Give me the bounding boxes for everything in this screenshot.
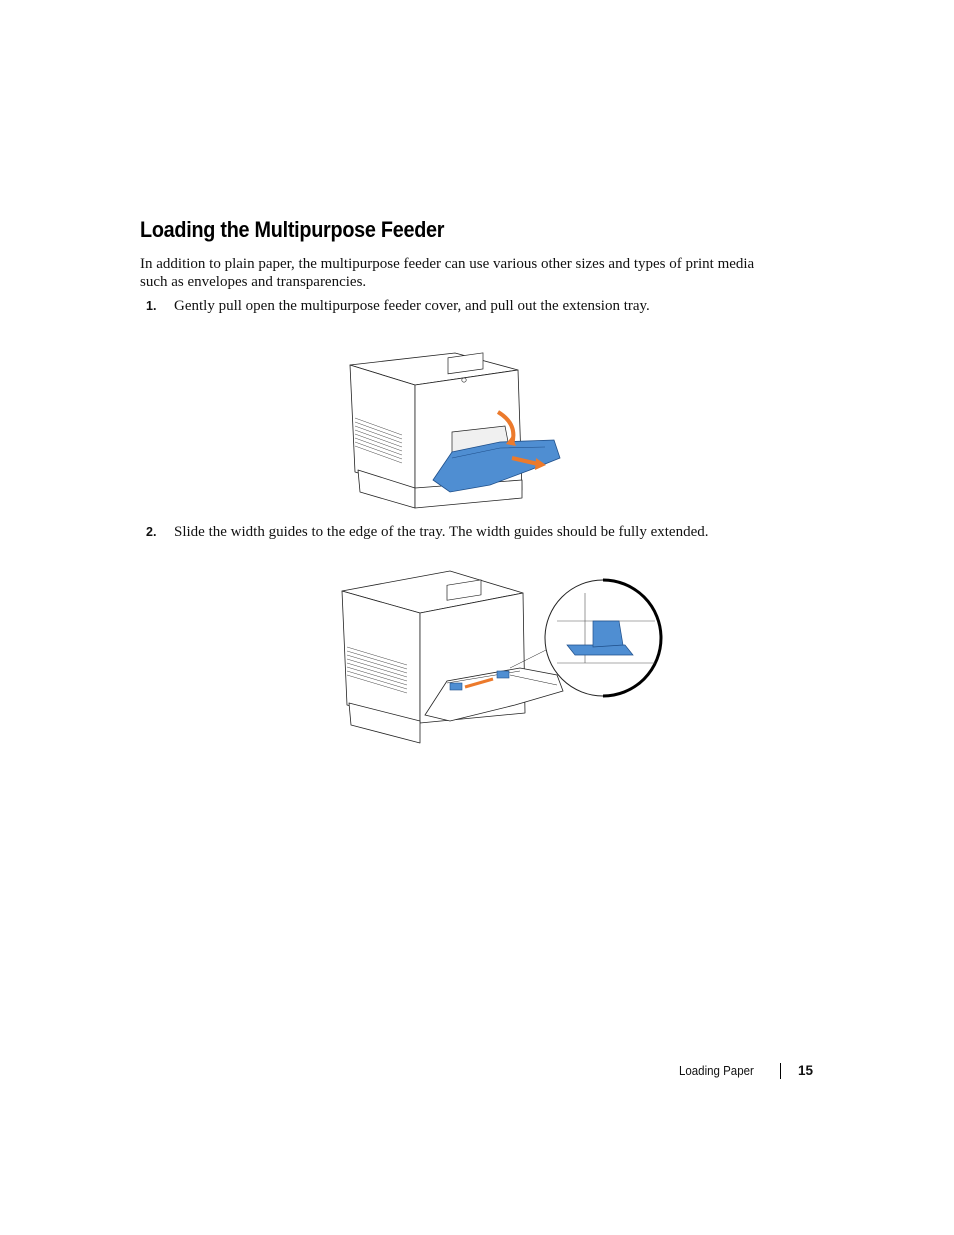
page-footer: Loading Paper 15 <box>0 1062 954 1082</box>
printer-feeder-open-illustration <box>349 352 561 509</box>
step-text: Gently pull open the multipurpose feeder… <box>174 298 650 314</box>
page-title: Loading the Multipurpose Feeder <box>140 217 445 242</box>
footer-section-title: Loading Paper <box>679 1064 754 1078</box>
step-number: 1. <box>146 299 157 313</box>
intro-paragraph: In addition to plain paper, the multipur… <box>140 256 755 290</box>
step-text: Slide the width guides to the edge of th… <box>174 524 709 540</box>
page-number: 15 <box>798 1063 814 1078</box>
step-number: 2. <box>146 525 157 539</box>
footer-divider <box>780 1063 781 1079</box>
width-guides-illustration <box>341 570 663 744</box>
